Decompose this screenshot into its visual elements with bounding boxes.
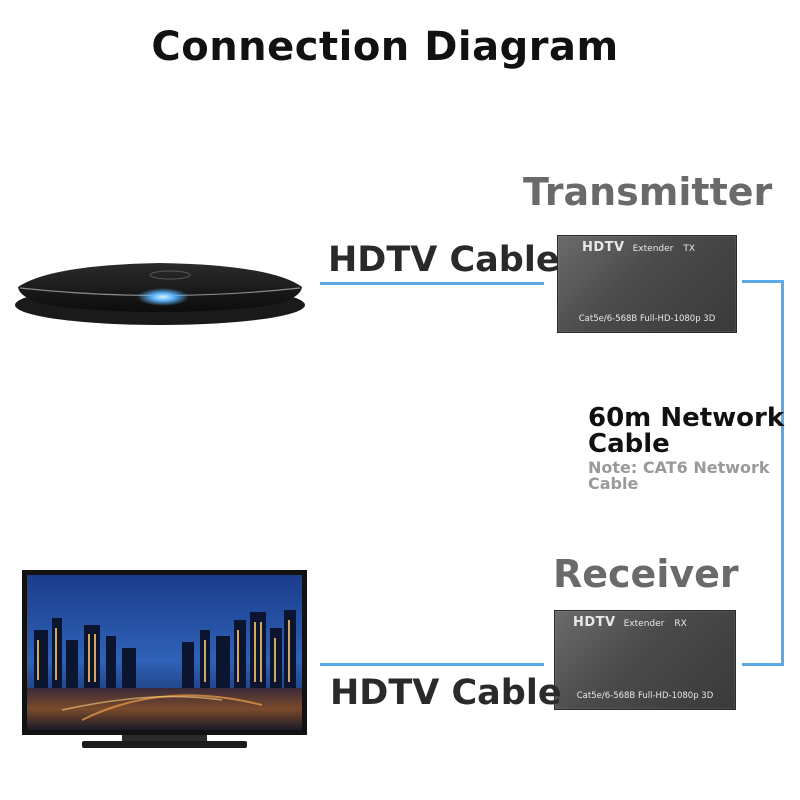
- transmitter-top-text: HDTV Extender TX: [582, 240, 695, 255]
- bottom-hdtv-cable-label: HDTV Cable: [330, 673, 562, 713]
- network-cable-bottom-segment: [742, 663, 784, 666]
- television-icon: [22, 570, 307, 755]
- receiver-device: HDTV Extender RX Cat5e/6-568B Full-HD-1080…: [554, 610, 736, 710]
- transmitter-brand: HDTV: [582, 240, 625, 255]
- receiver-brand: HDTV: [573, 615, 616, 630]
- top-hdtv-cable-line: [320, 282, 544, 285]
- network-cable-label: 60m Network Cable: [588, 405, 788, 457]
- receiver-extender: Extender: [624, 619, 665, 629]
- transmitter-device: HDTV Extender TX Cat5e/6-568B Full-HD-1080…: [557, 235, 737, 333]
- transmitter-tag: TX: [683, 244, 695, 254]
- page-title: Connection Diagram: [0, 24, 770, 70]
- receiver-spec: Cat5e/6-568B Full-HD-1080p 3D: [555, 691, 735, 701]
- receiver-heading: Receiver: [553, 552, 739, 596]
- bottom-hdtv-cable-line: [320, 663, 544, 666]
- receiver-top-text: HDTV Extender RX: [573, 615, 687, 630]
- transmitter-spec: Cat5e/6-568B Full-HD-1080p 3D: [558, 314, 736, 324]
- transmitter-heading: Transmitter: [523, 170, 772, 214]
- set-top-box-icon: [10, 255, 310, 330]
- transmitter-extender: Extender: [633, 244, 674, 254]
- network-cable-top-segment: [742, 280, 784, 283]
- receiver-tag: RX: [674, 619, 686, 629]
- network-cable-note: Note: CAT6 Network Cable: [588, 460, 788, 492]
- top-hdtv-cable-label: HDTV Cable: [328, 240, 560, 280]
